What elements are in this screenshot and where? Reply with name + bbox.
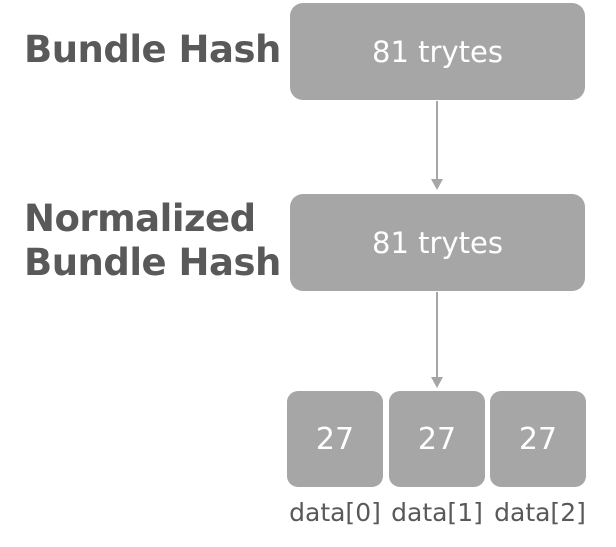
normalized-label-line1: Normalized [24, 197, 256, 240]
normalized-hash-box-text: 81 trytes [372, 225, 503, 260]
normalized-label-line2: Bundle Hash [24, 241, 281, 284]
chunk-caption-0: data[0] [289, 498, 381, 527]
chunk-value-2: 27 [518, 421, 558, 457]
chunk-box-1: 27 [389, 391, 485, 487]
normalized-bundle-hash-label: Normalized Bundle Hash [24, 197, 281, 285]
bundle-hash-label: Bundle Hash [24, 28, 281, 71]
chunk-box-2: 27 [490, 391, 586, 487]
chunk-value-0: 27 [315, 421, 355, 457]
normalized-hash-box: 81 trytes [290, 194, 585, 291]
chunk-value-1: 27 [417, 421, 457, 457]
bundle-hash-box-text: 81 trytes [372, 34, 503, 69]
bundle-hash-box: 81 trytes [290, 3, 585, 100]
chunk-box-0: 27 [287, 391, 383, 487]
arrow-hash-to-normalized [431, 101, 443, 190]
chunk-caption-2: data[2] [494, 498, 586, 527]
chunk-caption-1: data[1] [391, 498, 483, 527]
arrow-normalized-to-chunks [431, 292, 443, 388]
